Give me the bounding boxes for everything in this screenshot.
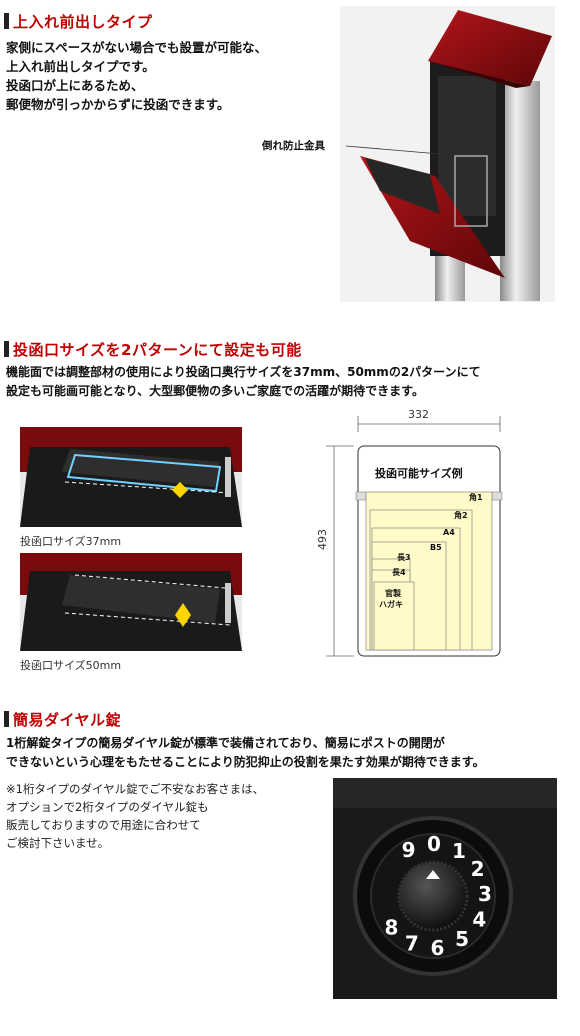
size-label-kaku1: 角1 — [469, 493, 483, 502]
section1-title: 上入れ前出しタイプ — [13, 12, 153, 31]
diagram-title: 投函可能サイズ例 — [375, 467, 463, 480]
section-marker — [4, 341, 9, 357]
size-label-kaku2: 角2 — [454, 511, 468, 520]
section3-note: ※1桁タイプのダイヤル錠でご不安なお客さまは、 オプションで2桁タイプのダイヤル… — [6, 780, 264, 852]
text-line: 機能面では調整部材の使用により投函口奥行サイズを37mm、50mmの2パターンに… — [6, 365, 481, 379]
dial-digit: 8 — [385, 915, 399, 939]
dial-digit: 0 — [427, 832, 441, 856]
text-line: 設定も可能画可能となり、大型郵便物の多いご家庭での活躍が期待できます。 — [6, 384, 424, 398]
width-dimension-label: 332 — [408, 408, 429, 421]
text-line: 投函口が上にあるため、 — [6, 78, 144, 93]
size-label-naga3: 長3 — [397, 553, 411, 562]
section3-description: 1桁解錠タイプの簡易ダイヤル錠が標準で装備されており、簡易にポストの開閉が でき… — [6, 734, 485, 772]
text-line: ご検討下さいませ。 — [6, 836, 110, 850]
text-line: オプションで2桁タイプのダイヤル錠も — [6, 800, 209, 814]
size-label-kansei: 官製 — [385, 589, 401, 598]
section2-header: 投函口サイズを2パターンにて設定も可能 — [4, 338, 302, 360]
text-line: 郵便物が引っかからずに投函できます。 — [6, 97, 230, 112]
size-label-a4: A4 — [443, 528, 455, 537]
dial-digit: 9 — [402, 838, 416, 862]
height-dimension-label: 493 — [316, 529, 329, 550]
dial-digit: 1 — [452, 839, 466, 863]
text-line: 1桁解錠タイプの簡易ダイヤル錠が標準で装備されており、簡易にポストの開閉が — [6, 736, 445, 750]
text-line: ※1桁タイプのダイヤル錠でご不安なお客さまは、 — [6, 782, 265, 796]
dial-digit: 7 — [405, 932, 419, 956]
section2-title: 投函口サイズを2パターンにて設定も可能 — [13, 340, 302, 359]
size-label-hagaki: ハガキ — [379, 600, 403, 609]
mailbox-product-image — [340, 6, 555, 302]
text-line: できないという心理をもたせることにより防犯抑止の役割を果たす効果が期待できます。 — [6, 755, 485, 769]
bracket-callout-label: 倒れ防止金具 — [262, 140, 325, 152]
dial-digit: 5 — [455, 927, 469, 951]
section-marker — [4, 13, 9, 29]
caption-50mm: 投函口サイズ50mm — [20, 659, 122, 672]
text-line: 家側にスペースがない場合でも設置が可能な、 — [6, 40, 268, 55]
section3-header: 簡易ダイヤル錠 — [4, 708, 121, 730]
dial-digit: 6 — [431, 936, 445, 960]
size-label-b5: B5 — [430, 543, 442, 552]
section1-description: 家側にスペースがない場合でも設置が可能な、 上入れ前出しタイプです。 投函口が上… — [6, 38, 267, 114]
section2-description: 機能面では調整部材の使用により投函口奥行サイズを37mm、50mmの2パターンに… — [6, 363, 481, 401]
dial-digit: 2 — [471, 857, 485, 881]
text-line: 販売しておりますので用途に合わせて — [6, 818, 201, 832]
slot-37mm-image — [20, 427, 242, 527]
caption-37mm: 投函口サイズ37mm — [20, 535, 122, 548]
section1-header: 上入れ前出しタイプ — [4, 10, 153, 32]
size-label-naga4: 長4 — [392, 568, 406, 577]
text-line: 上入れ前出しタイプです。 — [6, 59, 155, 74]
dial-digit: 4 — [472, 908, 486, 932]
dial-digit: 3 — [478, 882, 492, 906]
postable-size-diagram — [326, 416, 503, 657]
section3-title: 簡易ダイヤル錠 — [13, 710, 122, 729]
section-marker — [4, 711, 9, 727]
slot-50mm-image — [20, 553, 242, 651]
